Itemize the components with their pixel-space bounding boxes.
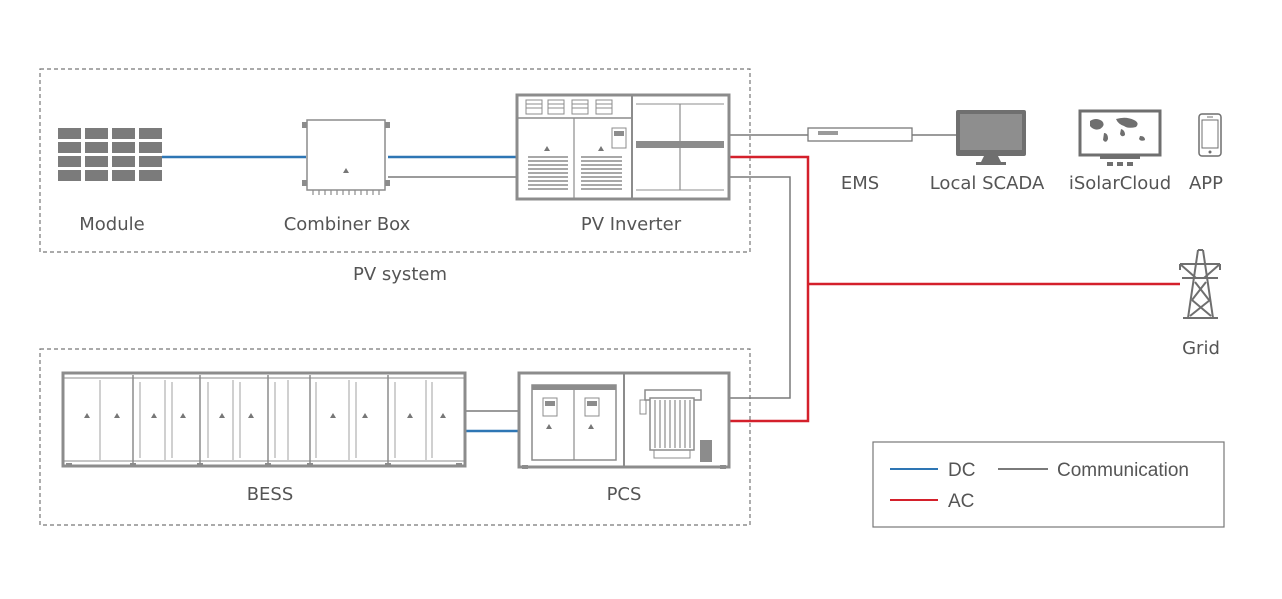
label-combiner-box: Combiner Box — [284, 214, 411, 235]
pv-system-boundary — [39, 68, 751, 253]
label-isolarcloud: iSolarCloud — [1069, 173, 1171, 194]
world-map-monitor-icon — [1078, 109, 1162, 166]
legend-communication-label: Communication — [1057, 460, 1189, 481]
bess-system-boundary — [39, 348, 751, 526]
legend-dc-label: DC — [948, 460, 975, 481]
comm-line-inverter-pcs — [728, 176, 791, 399]
label-pv-system: PV system — [353, 264, 447, 285]
transmission-tower-icon — [1179, 249, 1221, 319]
battery-container-icon — [61, 371, 467, 468]
label-pcs: PCS — [607, 484, 642, 505]
label-pv-inverter: PV Inverter — [581, 214, 682, 235]
pcs-container-icon — [517, 371, 731, 469]
smartphone-icon — [1198, 113, 1222, 157]
label-local-scada: Local SCADA — [930, 173, 1045, 194]
connection-lines — [162, 134, 1180, 433]
legend-box — [872, 441, 1225, 528]
label-app: APP — [1189, 173, 1223, 194]
combiner-box-icon — [302, 119, 390, 195]
ac-line-inverter-pcs — [728, 155, 810, 423]
label-bess: BESS — [247, 484, 294, 505]
legend: DC Communication AC — [872, 441, 1225, 528]
ems-device-icon — [807, 127, 913, 142]
label-grid: Grid — [1182, 338, 1220, 359]
monitor-icon — [956, 110, 1026, 165]
pv-inverter-icon — [515, 93, 731, 201]
legend-ac-label: AC — [948, 491, 974, 512]
label-module: Module — [79, 214, 144, 235]
solar-module-icon — [58, 128, 162, 181]
label-ems: EMS — [841, 173, 879, 194]
